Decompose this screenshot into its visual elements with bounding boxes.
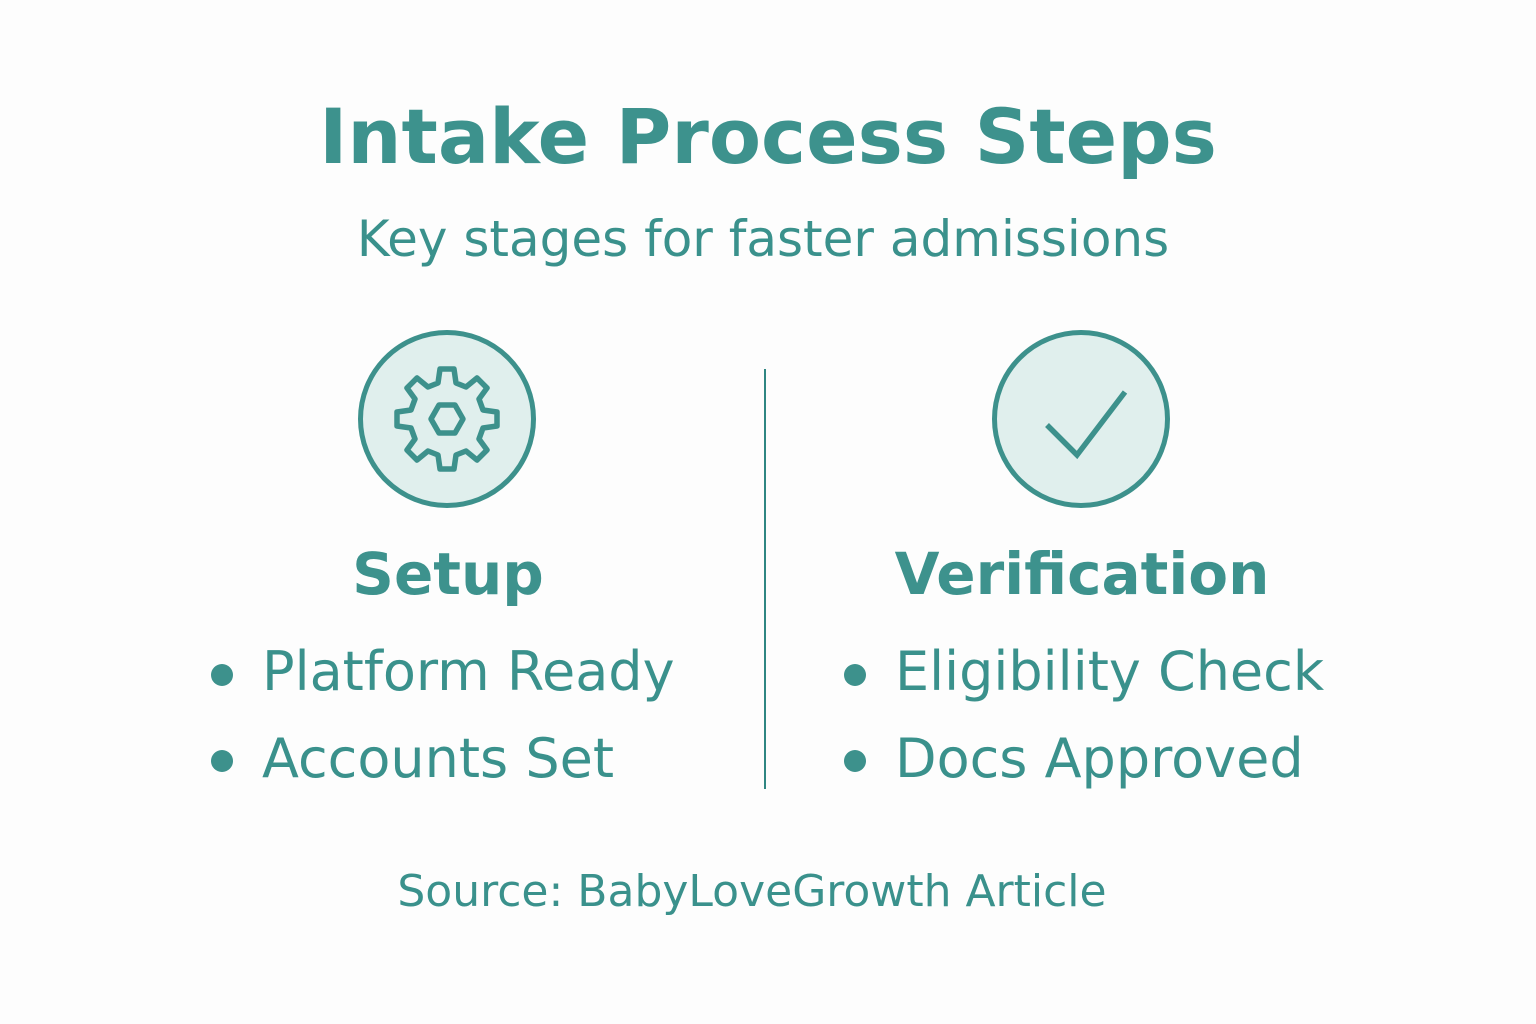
bullet-icon <box>211 664 233 686</box>
list-item-text: Docs Approved <box>895 727 1304 790</box>
page-title: Intake Process Steps <box>319 92 1217 181</box>
column-divider <box>764 369 766 789</box>
verification-title: Verification <box>894 540 1270 608</box>
list-item-text: Accounts Set <box>262 727 615 790</box>
checkmark-icon <box>992 330 1170 508</box>
list-item-text: Platform Ready <box>262 640 675 703</box>
source-caption: Source: BabyLoveGrowth Article <box>397 866 1107 917</box>
bullet-icon <box>844 664 866 686</box>
bullet-icon <box>211 750 233 772</box>
setup-title: Setup <box>352 540 544 608</box>
list-item-text: Eligibility Check <box>895 640 1325 703</box>
page-subtitle: Key stages for faster admissions <box>356 210 1170 268</box>
gear-icon <box>358 330 536 508</box>
bullet-icon <box>844 750 866 772</box>
